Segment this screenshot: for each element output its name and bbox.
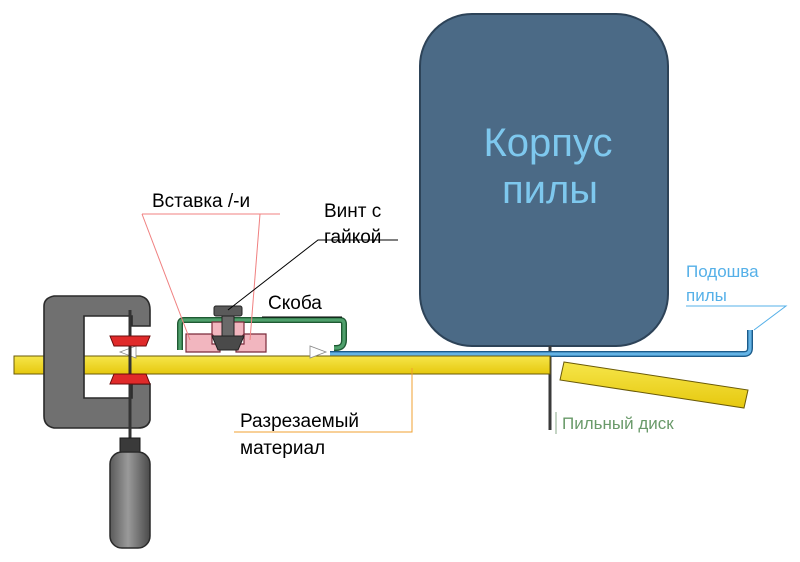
base-leader	[686, 305, 788, 331]
bracket-fill	[178, 318, 346, 350]
cut-off-piece	[559, 361, 749, 409]
insert-left	[185, 333, 221, 353]
disk-label: Пильный диск	[562, 414, 674, 433]
saw-body-label-line1: Корпус	[483, 121, 612, 165]
insert-leader-a	[141, 213, 191, 341]
screw-nut	[211, 335, 245, 351]
saw-body	[419, 13, 669, 347]
clamp-handle-neck	[119, 437, 141, 453]
insert-label: Вставка /-и	[152, 191, 250, 212]
base-label-line1: Подошва	[686, 262, 759, 281]
arrow-marker-right	[309, 345, 328, 359]
c-clamp-frame	[43, 295, 151, 429]
arrow-marker-left	[118, 345, 137, 359]
material-board	[13, 355, 551, 375]
material-leader	[234, 368, 413, 433]
saw-body-label-line2: пилы	[502, 168, 598, 212]
material-label-line1: Разрезаемый	[240, 411, 359, 432]
screw-shaft	[221, 315, 235, 337]
screw-label-line2: гайкой	[324, 227, 381, 248]
insert-leader-b	[249, 213, 261, 341]
clamp-pad-bottom	[109, 373, 151, 385]
base-label-line2: пилы	[686, 286, 727, 305]
screw-leader	[227, 239, 398, 311]
screw-label-line1: Винт с	[324, 201, 381, 222]
material-label-line2: материал	[240, 438, 325, 459]
clamp-pad-top	[109, 335, 151, 347]
screw-head	[213, 305, 243, 317]
saw-base-plate-fill	[330, 330, 752, 356]
bracket-label: Скоба	[268, 293, 322, 314]
clamp-handle	[109, 451, 151, 549]
